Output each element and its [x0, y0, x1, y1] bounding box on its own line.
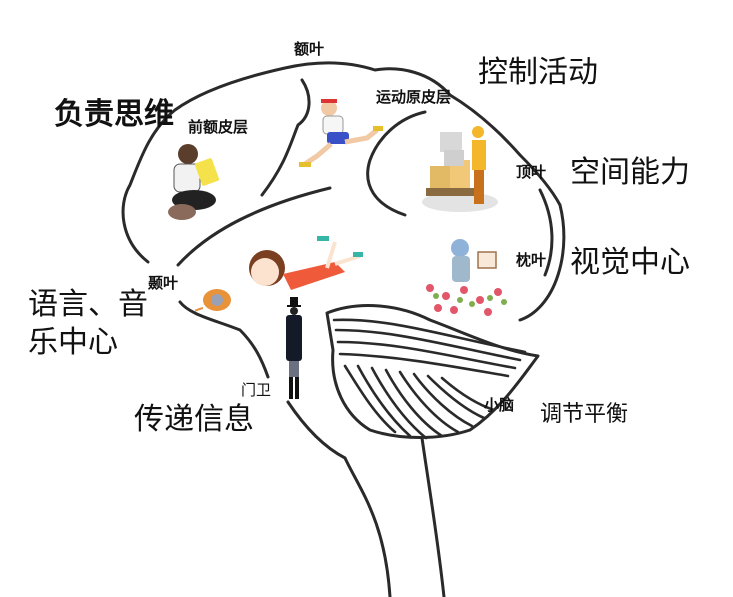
painter-in-flowers-icon [426, 239, 507, 316]
thalamus-function-text: 传递信息 [134, 402, 254, 437]
girl-on-telephone-icon [195, 236, 363, 312]
motor-cortex-label: 运动原皮层 [376, 88, 452, 106]
frontal-lobe-label: 额叶 [294, 40, 325, 58]
parietal-lobe-label: 顶叶 [516, 163, 547, 181]
reading-person-icon [168, 144, 219, 220]
motor-function-text: 控制活动 [478, 55, 598, 90]
prefrontal-function-text: 负责思维 [54, 97, 174, 132]
running-person-icon [299, 99, 383, 167]
worker-stacking-boxes-icon [422, 126, 498, 212]
temporal-function-text-line1: 语言、音 [28, 287, 148, 322]
temporal-function-text-line2: 乐中心 [28, 325, 118, 360]
temporal-lobe-label: 颞叶 [148, 274, 179, 292]
occipital-function-text: 视觉中心 [570, 245, 690, 280]
occipital-lobe-label: 枕叶 [516, 251, 547, 269]
thalamus-gatekeeper-label: 门卫 [241, 381, 272, 399]
prefrontal-cortex-label: 前额皮层 [188, 118, 249, 136]
cerebellum-label: 小脑 [484, 396, 515, 414]
parietal-function-text: 空间能力 [570, 155, 690, 190]
gatekeeper-top-hat-icon [286, 297, 302, 399]
cerebellum-function-text: 调节平衡 [540, 402, 629, 427]
